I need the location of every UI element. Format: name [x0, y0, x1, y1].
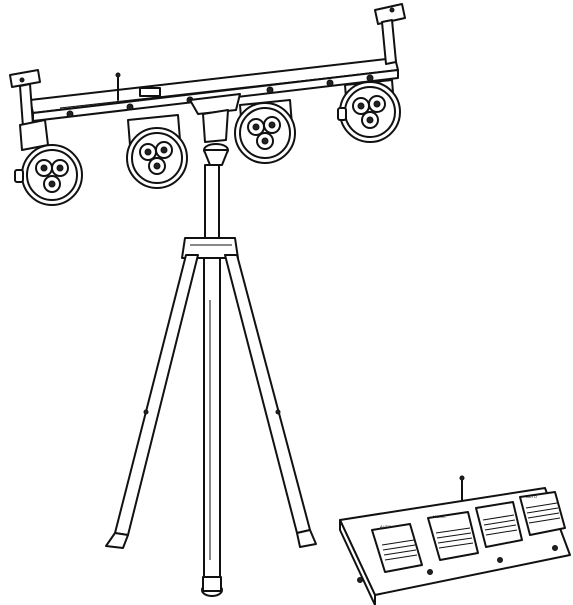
led-par-1: [14, 119, 83, 206]
led-par-2: [126, 114, 188, 189]
pedal-label-4: AUTO: [526, 494, 537, 499]
led-par-4: [337, 79, 401, 143]
pedal-label-2: MUSIC: [433, 514, 446, 519]
footswitch-pedal-1[interactable]: [371, 523, 423, 573]
t-bar-joint: [189, 93, 241, 166]
footswitch-pedal-4[interactable]: [519, 491, 566, 536]
footswitch-pedal-2[interactable]: [427, 511, 479, 561]
pedal-label-1: AUTO: [380, 524, 391, 529]
bar-antenna: [115, 72, 121, 101]
tripod-stand: [105, 164, 317, 597]
right-mount-bracket: [374, 3, 406, 65]
wireless-footswitch: AUTO MUSIC AUTO: [339, 475, 571, 605]
footswitch-pedal-3[interactable]: [475, 501, 523, 548]
led-par-3: [234, 99, 296, 164]
